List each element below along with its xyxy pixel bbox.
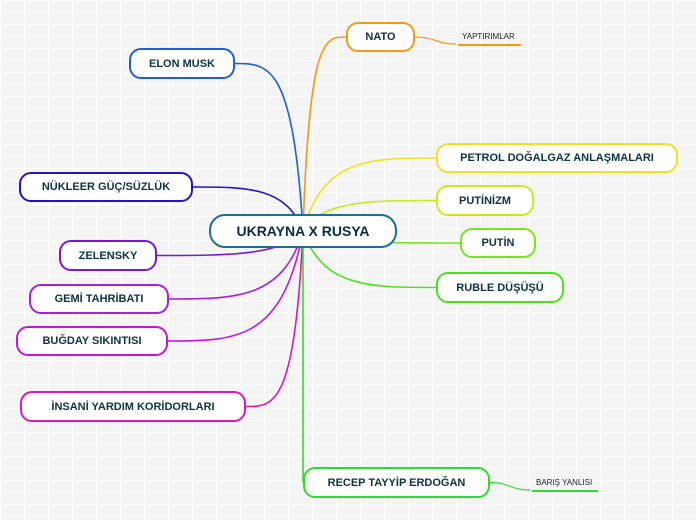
subtopic-yaptirimlar[interactable]: YAPTIRIMLAR <box>458 32 521 46</box>
topic-node-insani-yardim[interactable]: İNSANİ YARDIM KORİDORLARI <box>20 391 246 422</box>
subtopic-baris-yanlisi[interactable]: BARIŞ YANLISI <box>532 478 599 492</box>
topic-node-nato[interactable]: NATO <box>346 22 415 52</box>
connector-insani <box>245 230 304 408</box>
topic-node-putin[interactable]: PUTİN <box>460 228 536 258</box>
topic-node-putinizm[interactable]: PUTİNİZM <box>436 185 534 216</box>
connector-nato <box>302 36 347 232</box>
topic-node-bugday-sikintisi[interactable]: BUĞDAY SIKINTISI <box>16 326 168 356</box>
connector-sub-nato <box>414 36 457 45</box>
connector-petrol <box>302 157 437 232</box>
subtopic-label: YAPTIRIMLAR <box>462 32 515 41</box>
topic-node-ruble-dususu[interactable]: RUBLE DÜŞÜŞÜ <box>436 272 564 303</box>
topic-node-zelensky[interactable]: ZELENSKY <box>59 240 157 271</box>
connector-elon-musk <box>234 62 304 232</box>
topic-node-petrol-dogalgaz[interactable]: PETROL DOĞALGAZ ANLAŞMALARI <box>436 143 678 173</box>
connector-sub-erdogan <box>489 481 531 491</box>
subtopic-underline <box>458 44 521 46</box>
connector-gemi <box>168 230 304 300</box>
subtopic-underline <box>532 490 599 492</box>
topic-node-nukleer-guc[interactable]: NÜKLEER GÜÇ/SÜZLÜK <box>19 172 193 202</box>
topic-node-elon-musk[interactable]: ELON MUSK <box>129 48 235 79</box>
subtopic-label: BARIŞ YANLISI <box>536 478 593 487</box>
connector-ruble <box>302 230 437 289</box>
central-topic-node[interactable]: UKRAYNA X RUSYA <box>209 214 397 248</box>
topic-node-gemi-tahribati[interactable]: GEMİ TAHRİBATI <box>29 284 169 314</box>
connector-bugday <box>167 230 304 342</box>
topic-node-erdogan[interactable]: RECEP TAYYİP ERDOĞAN <box>303 467 490 498</box>
